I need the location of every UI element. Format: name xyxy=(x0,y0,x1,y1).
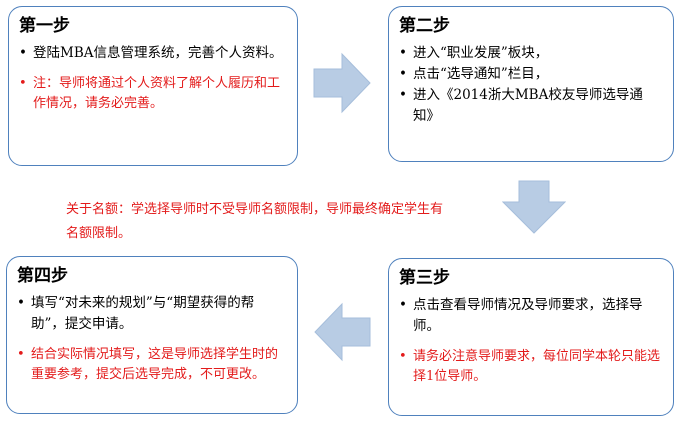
step-1-box: 第一步 登陆MBA信息管理系统，完善个人资料。 注：导师将通过个人资料了解个人履… xyxy=(8,6,298,166)
step-4-box: 第四步 填写“对未来的规划”与“期望获得的帮助”，提交申请。 结合实际情况填写，… xyxy=(6,256,298,414)
step-4-item: 填写“对未来的规划”与“期望获得的帮助”，提交申请。 xyxy=(17,293,287,335)
step-2-item-3: 进入《2014浙大MBA校友导师选导通知》 xyxy=(399,85,663,127)
step-1-note: 注：导师将通过个人资料了解个人履历和工作情况，请务必完善。 xyxy=(19,74,287,114)
step-1-title: 第一步 xyxy=(19,16,70,36)
step-3-box: 第三步 点击查看导师情况及导师要求，选择导师。 请务必注意导师要求，每位同学本轮… xyxy=(388,258,674,416)
step-1-item: 登陆MBA信息管理系统，完善个人资料。 xyxy=(19,43,287,64)
arrow-down-icon xyxy=(502,180,566,234)
step-3-items: 点击查看导师情况及导师要求，选择导师。 xyxy=(399,295,663,337)
step-3-item: 点击查看导师情况及导师要求，选择导师。 xyxy=(399,295,663,337)
step-1-items: 登陆MBA信息管理系统，完善个人资料。 xyxy=(19,43,287,64)
step-3-note: 请务必注意导师要求，每位同学本轮只能选择1位导师。 xyxy=(399,347,663,387)
step-2-item-1: 进入“职业发展”板块， xyxy=(399,43,663,64)
step-2-box: 第二步 进入“职业发展”板块， 点击“选导通知”栏目， 进入《2014浙大MBA… xyxy=(388,6,674,162)
step-4-note: 结合实际情况填写，这是导师选择学生时的重要参考，提交后选导完成，不可更改。 xyxy=(17,345,287,385)
step-3-title: 第三步 xyxy=(399,268,450,288)
arrow-right-icon xyxy=(313,52,371,114)
step-3-notes: 请务必注意导师要求，每位同学本轮只能选择1位导师。 xyxy=(399,347,663,387)
step-2-title: 第二步 xyxy=(399,16,450,36)
step-4-notes: 结合实际情况填写，这是导师选择学生时的重要参考，提交后选导完成，不可更改。 xyxy=(17,345,287,385)
arrow-left-icon xyxy=(314,302,371,362)
step-2-items: 进入“职业发展”板块， 点击“选导通知”栏目， 进入《2014浙大MBA校友导师… xyxy=(399,43,663,127)
quota-note: 关于名额：学选择导师时不受导师名额限制，导师最终确定学生有名额限制。 xyxy=(66,202,444,241)
step-1-notes: 注：导师将通过个人资料了解个人履历和工作情况，请务必完善。 xyxy=(19,74,287,114)
step-4-title: 第四步 xyxy=(17,266,68,286)
step-2-item-2: 点击“选导通知”栏目， xyxy=(399,64,663,85)
step-4-items: 填写“对未来的规划”与“期望获得的帮助”，提交申请。 xyxy=(17,293,287,335)
